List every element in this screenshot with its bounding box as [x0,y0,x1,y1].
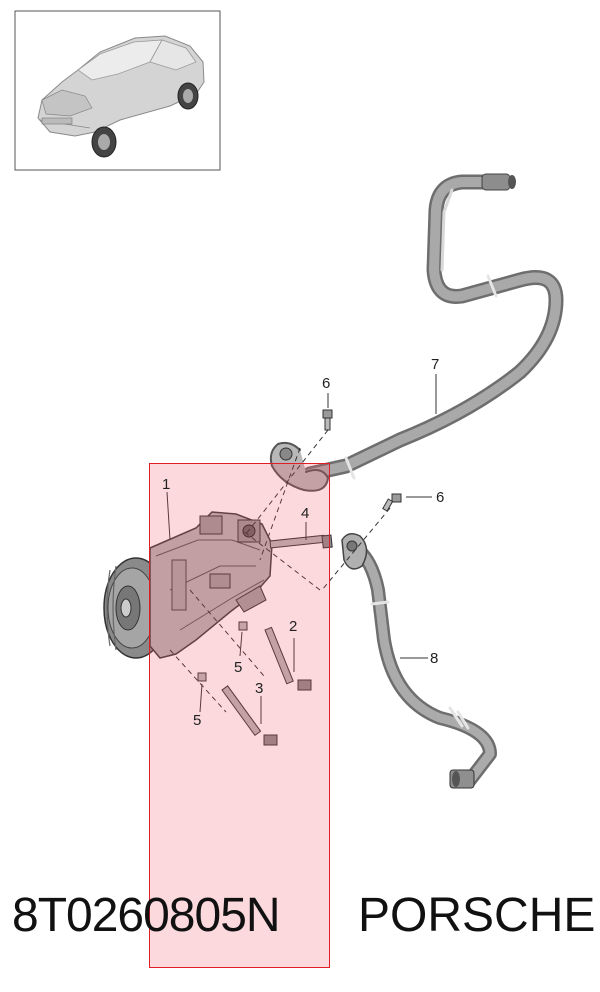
part-number: 8T0260805N [12,889,281,942]
callout-6-right: 6 [436,489,445,506]
callout-1: 1 [162,476,171,493]
brand-name: PORSCHE [358,889,596,942]
callout-8: 8 [430,650,439,667]
ac-compressor-icon [103,511,273,659]
callout-5-lower: 5 [193,712,202,729]
refrigerant-hose-icon [269,173,564,492]
refrigerant-hose-icon [341,533,497,789]
callout-5-upper: 5 [234,659,243,676]
bolt-icon [197,409,402,746]
leader-lines [166,374,437,724]
vehicle-thumbnail-icon [14,10,221,171]
callout-2: 2 [289,618,298,635]
callout-4: 4 [301,505,310,522]
callout-6-upper: 6 [322,375,331,392]
callout-3: 3 [255,680,264,697]
assembly-lines [169,429,391,713]
selected-part-highlight [149,463,330,968]
callout-7: 7 [431,356,440,373]
caption: 8T0260805N PORSCHE [0,888,600,948]
